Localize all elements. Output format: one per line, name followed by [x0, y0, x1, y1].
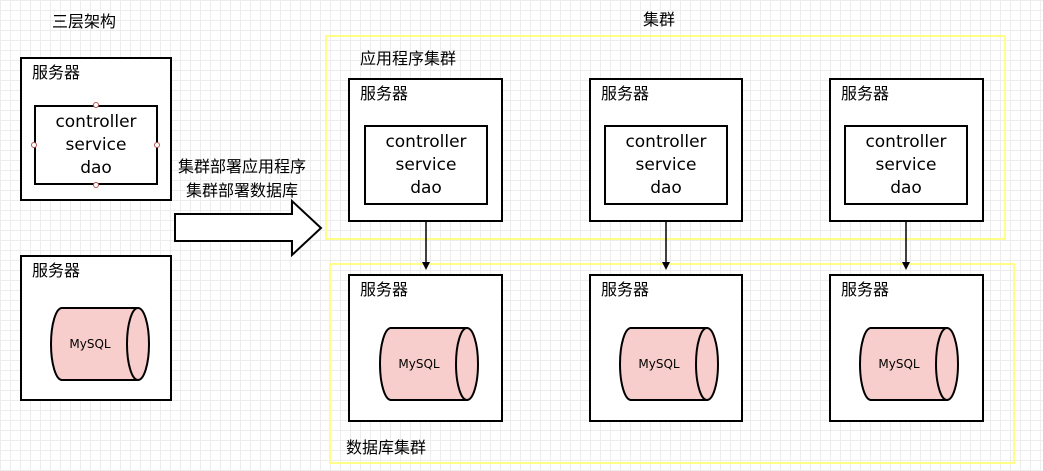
layer-service: service — [65, 134, 127, 155]
app-cluster-label: 应用程序集群 — [360, 49, 457, 68]
server-label: 服务器 — [32, 261, 81, 280]
three-tier-title: 三层架构 — [52, 12, 117, 31]
mysql-db-icon[interactable]: MySQL — [50, 307, 150, 381]
db-cluster[interactable] — [329, 263, 1015, 464]
cluster-title: 集群 — [643, 10, 676, 29]
mysql-db-icon[interactable]: MySQL — [619, 327, 719, 401]
db-label: MySQL — [878, 357, 920, 371]
layer-dao: dao — [650, 177, 682, 198]
db-label: MySQL — [69, 337, 111, 351]
layer-dao: dao — [890, 177, 922, 198]
selection-handle[interactable] — [93, 182, 99, 188]
selection-handle[interactable] — [154, 142, 160, 148]
deploy-arrow[interactable] — [174, 198, 323, 258]
layer-service: service — [875, 154, 937, 175]
mysql-db-icon[interactable]: MySQL — [859, 327, 959, 401]
db-label: MySQL — [638, 357, 680, 371]
layer-service: service — [395, 154, 457, 175]
arrow-label-app: 集群部署应用程序 — [178, 157, 307, 176]
selection-handle[interactable] — [93, 102, 99, 108]
mysql-db-icon[interactable]: MySQL — [379, 327, 479, 401]
layers-box-2[interactable]: controller service dao — [604, 125, 728, 205]
server-label: 服务器 — [32, 63, 81, 82]
db-cluster-label: 数据库集群 — [346, 438, 427, 457]
layers-box-1[interactable]: controller service dao — [364, 125, 488, 205]
server-label: 服务器 — [360, 84, 409, 103]
layer-controller: controller — [55, 111, 137, 132]
layer-dao: dao — [80, 157, 112, 178]
selection-handle[interactable] — [31, 142, 37, 148]
server-label: 服务器 — [360, 280, 409, 299]
db-label: MySQL — [398, 357, 440, 371]
layer-controller: controller — [625, 131, 707, 152]
arrow-label-db: 集群部署数据库 — [186, 181, 299, 200]
server-label: 服务器 — [841, 84, 890, 103]
layer-controller: controller — [385, 131, 467, 152]
layer-controller: controller — [865, 131, 947, 152]
layer-service: service — [635, 154, 697, 175]
layer-dao: dao — [410, 177, 442, 198]
server-label: 服务器 — [841, 280, 890, 299]
server-label: 服务器 — [601, 280, 650, 299]
server-label: 服务器 — [601, 84, 650, 103]
layers-box-3[interactable]: controller service dao — [844, 125, 968, 205]
